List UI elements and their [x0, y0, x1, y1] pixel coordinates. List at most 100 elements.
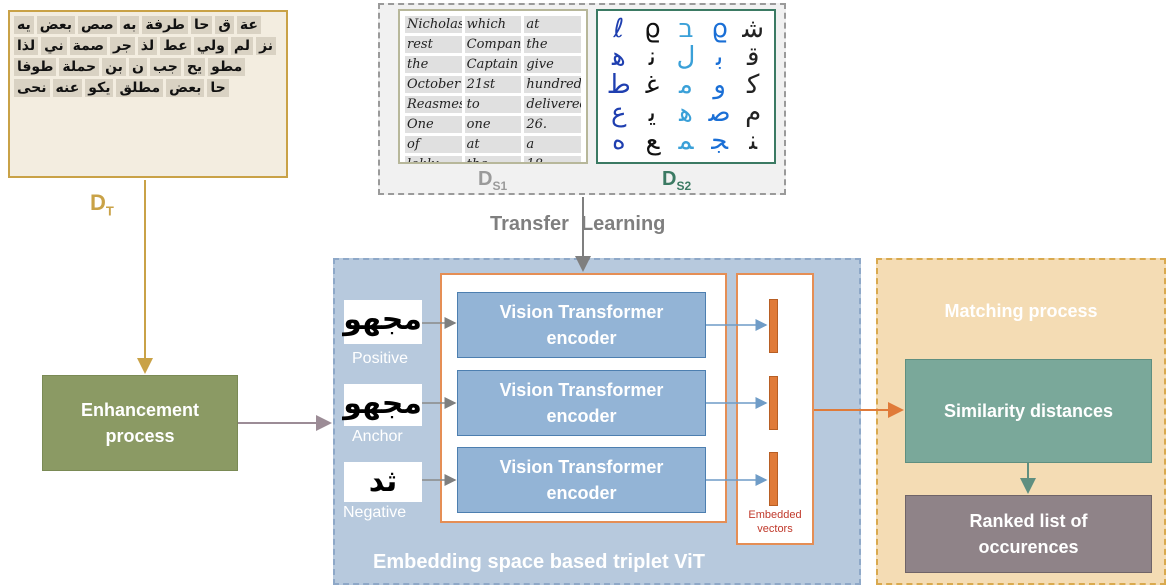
dt-word-thumbnail: حا	[207, 79, 229, 97]
ds1-image-panel: NicholaswhichatrestCompany,thetheCaptain…	[398, 9, 588, 164]
dt-word-thumbnail: صمة	[69, 37, 107, 55]
ds1-handwritten-word: Nicholas	[405, 16, 462, 33]
ds1-handwritten-word: delivered	[524, 96, 581, 113]
ds2-character-glyph: ﻫ	[611, 42, 626, 72]
ds2-character-glyph: ﻏ	[645, 70, 660, 100]
similarity-distances-box: Similarity distances	[905, 359, 1152, 463]
dt-word-thumbnail: بعض	[166, 79, 205, 97]
ds1-handwritten-word: hundred	[524, 76, 581, 93]
dt-word-thumbnail: بن	[102, 58, 126, 76]
dt-word-thumbnail: حا	[190, 16, 213, 34]
ds2-character-glyph: ϱ	[644, 14, 661, 44]
matching-process-title: Matching process	[944, 301, 1098, 321]
ds1-handwritten-word: 21st	[464, 76, 522, 93]
positive-label: Positive	[352, 350, 409, 367]
ds1-handwritten-word: at	[464, 136, 522, 153]
ds1-handwritten-word: the	[464, 156, 522, 162]
embedding-space-title: Embedding space based triplet ViT	[373, 551, 705, 573]
ds1-handwritten-word: 26.	[524, 116, 581, 133]
ds1-handwritten-word: of	[405, 136, 462, 153]
dt-word-thumbnail: نز	[256, 37, 277, 55]
ds1-handwritten-word: give	[524, 56, 581, 73]
embedded-vector-positive	[769, 299, 778, 353]
ds2-character-glyph: ℓ	[613, 14, 625, 44]
embedded-vectors-label: Embedded vectors	[748, 509, 802, 535]
ds1-handwritten-word: October	[405, 76, 462, 93]
ds1-label: DS1	[478, 168, 508, 193]
dt-word-thumbnail: صص	[78, 16, 117, 34]
ds1-handwritten-word: One	[405, 116, 462, 133]
ds2-character-glyph: ﻧ	[648, 42, 657, 72]
ds1-handwritten-word: lokly	[405, 156, 462, 162]
ds2-character-glyph: ﻩ	[611, 126, 626, 156]
ds1-handwritten-word: the	[405, 56, 462, 73]
dt-word-thumbnail: طوفا	[14, 58, 57, 76]
dt-word-thumbnail: جر	[109, 37, 135, 55]
ds2-character-glyph: ﺷ	[742, 14, 765, 44]
dt-word-thumbnail: لذا	[14, 37, 39, 55]
ds2-character-glyph: ﻉ	[611, 98, 627, 128]
dt-word-thumbnail: نحى	[14, 79, 50, 97]
vit-encoder-positive: Vision Transformer encoder	[457, 292, 706, 358]
dt-word-thumbnail: لذ	[137, 37, 158, 55]
ds1-handwritten-word: a	[524, 136, 581, 153]
dt-word-thumbnail: يح	[183, 58, 206, 76]
dt-word-thumbnail: عة	[236, 16, 261, 34]
ds2-character-glyph: ﻣ	[679, 70, 693, 100]
ds2-character-glyph: ϱ	[711, 14, 728, 44]
dt-label: DT	[90, 190, 114, 219]
ranked-list-box: Ranked list of occurences	[905, 495, 1152, 573]
ds1-handwritten-word: Reasmes	[405, 96, 462, 113]
ds1-handwritten-word: Company,	[464, 36, 522, 53]
dt-word-thumbnail: مطو	[208, 58, 246, 76]
ds1-handwritten-word: the	[524, 36, 581, 53]
ds2-character-glyph: ﻊ	[645, 126, 660, 156]
ds1-handwritten-word: to	[464, 96, 522, 113]
ds1-handwritten-word: Captain	[464, 56, 522, 73]
dt-word-thumbnail: ن	[128, 58, 147, 76]
ds2-character-glyph: ﻫ	[679, 98, 693, 128]
ds2-character-glyph: ﺻ	[708, 98, 731, 128]
ds2-character-glyph: ﻁ	[606, 70, 631, 100]
dt-word-thumbnail: ني	[41, 37, 67, 55]
dt-word-thumbnail: طرفة	[142, 16, 188, 34]
dt-word-thumbnail: به	[119, 16, 140, 34]
embedded-vector-negative	[769, 452, 778, 506]
ds2-character-glyph: ﻤ	[678, 126, 694, 156]
ds2-character-glyph: ב	[678, 14, 694, 44]
dt-word-thumbnail: حملة	[59, 58, 100, 76]
dt-word-thumbnail: عط	[160, 37, 191, 55]
ds2-character-glyph: ﻳ	[648, 98, 657, 128]
dt-word-thumbnail: عنه	[52, 79, 83, 97]
ds1-handwritten-word: at	[524, 16, 581, 33]
ds1-handwritten-word: which	[464, 16, 522, 33]
ds2-character-glyph: ﻗ	[746, 42, 760, 72]
dt-word-thumbnail: يه	[14, 16, 34, 34]
dt-word-thumbnail: مطلق	[116, 79, 164, 97]
ds2-character-glyph: ﻡ	[745, 98, 762, 128]
enhancement-process-box: Enhancement process	[42, 375, 238, 471]
ds2-character-glyph: ﻛ	[746, 70, 760, 100]
negative-label: Negative	[343, 504, 407, 521]
dt-word-thumbnail: جب	[149, 58, 181, 76]
dt-word-thumbnail: ق	[215, 16, 234, 34]
ds2-character-glyph: ﺑ	[715, 42, 724, 72]
ds2-label: DS2	[662, 168, 692, 193]
ds2-character-glyph: ﺠ	[711, 126, 728, 156]
vit-encoder-negative: Vision Transformer encoder	[457, 447, 706, 513]
ds1-handwritten-word: rest	[405, 36, 462, 53]
anchor-label: Anchor	[352, 428, 403, 445]
ds1-handwriting-grid: NicholaswhichatrestCompany,thetheCaptain…	[400, 11, 586, 162]
negative-word-image: ثد	[344, 462, 422, 502]
ds1-handwritten-word: 18.	[524, 156, 581, 162]
ds2-character-glyph: ﻭ	[713, 70, 726, 100]
positive-word-image: مجهو	[343, 300, 422, 344]
ds2-character-glyph: ﻨ	[749, 126, 758, 156]
ds2-character-glyph: ﻝ	[676, 42, 696, 72]
embedded-vector-anchor	[769, 376, 778, 430]
